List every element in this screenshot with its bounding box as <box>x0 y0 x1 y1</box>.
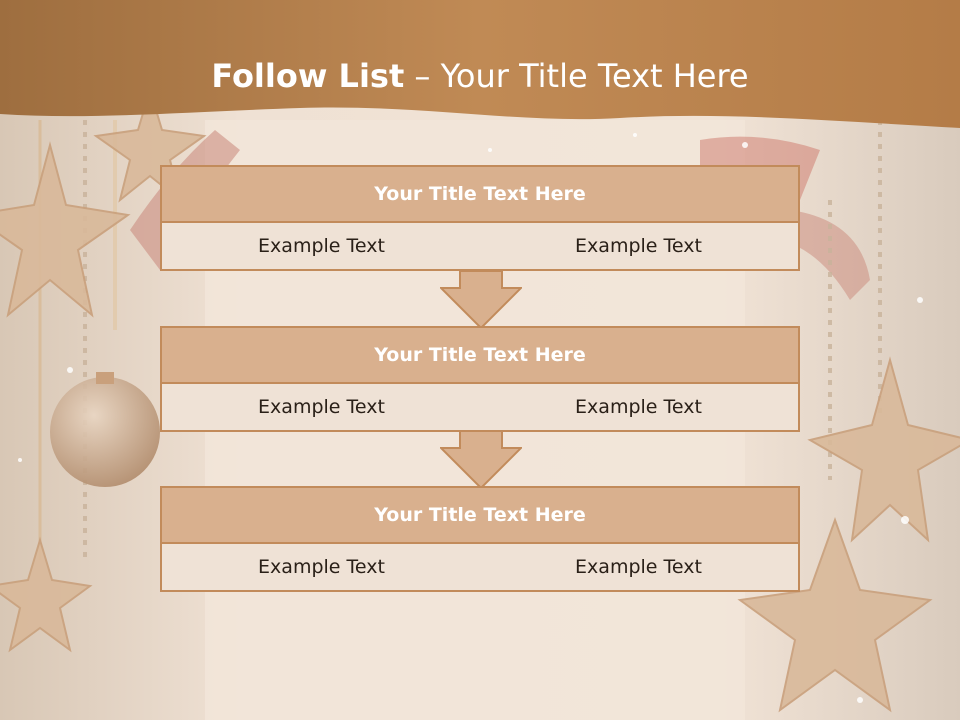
down-arrow-icon <box>440 430 522 490</box>
step-3-title: Your Title Text Here <box>162 488 798 544</box>
down-arrow-icon <box>440 270 522 330</box>
star-ornament-icon <box>0 86 960 713</box>
slide-title-rest: – Your Title Text Here <box>404 57 749 95</box>
step-3-left-text: Example Text <box>162 544 483 590</box>
step-1-title: Your Title Text Here <box>162 167 798 223</box>
step-2-right-text: Example Text <box>479 384 798 430</box>
step-2-title: Your Title Text Here <box>162 328 798 384</box>
bauble-ornament-icon <box>50 372 160 487</box>
slide-title-bold: Follow List <box>211 57 405 95</box>
step-block-1: Your Title Text Here Example Text Exampl… <box>160 165 800 271</box>
step-1-left-text: Example Text <box>162 223 483 269</box>
step-3-right-text: Example Text <box>479 544 798 590</box>
step-block-2: Your Title Text Here Example Text Exampl… <box>160 326 800 432</box>
slide-title: Follow List – Your Title Text Here <box>0 56 960 96</box>
step-1-right-text: Example Text <box>479 223 798 269</box>
step-2-left-text: Example Text <box>162 384 483 430</box>
step-block-3: Your Title Text Here Example Text Exampl… <box>160 486 800 592</box>
